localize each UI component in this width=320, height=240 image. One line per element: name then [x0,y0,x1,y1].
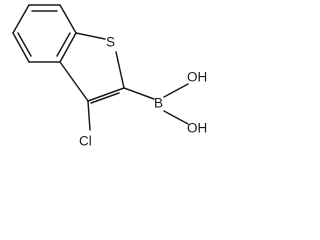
bond-s-c2 [115,51,125,89]
bond-b-oh-top [163,83,189,98]
bond-ring-upper-right [59,4,77,34]
bond-c7a-s [75,32,106,40]
molecule-structure: S B OH OH Cl [12,4,207,149]
bond-ring-lower-left [12,32,30,63]
hydroxyl-top-label: OH [187,70,207,85]
bond-c2-c3 [87,87,125,102]
bond-c2-b [123,87,155,100]
bond-ring-lower-left-inner [17,32,32,57]
boron-label: B [154,96,163,111]
sulfur-label: S [106,35,115,50]
bond-ring-lower-right-inner [56,32,71,57]
bond-ring-upper-left [12,4,30,34]
bond-c2-c3-inner [90,92,120,104]
bond-ring-lower-right [59,32,77,63]
hydroxyl-bottom-label: OH [187,121,207,136]
bond-c3-c3a [59,61,89,102]
bond-b-oh-bottom [163,110,189,125]
chlorine-label: Cl [79,134,92,149]
bond-c3-cl [87,100,91,131]
thiophene-ring [59,32,125,104]
benzene-ring [12,4,77,63]
